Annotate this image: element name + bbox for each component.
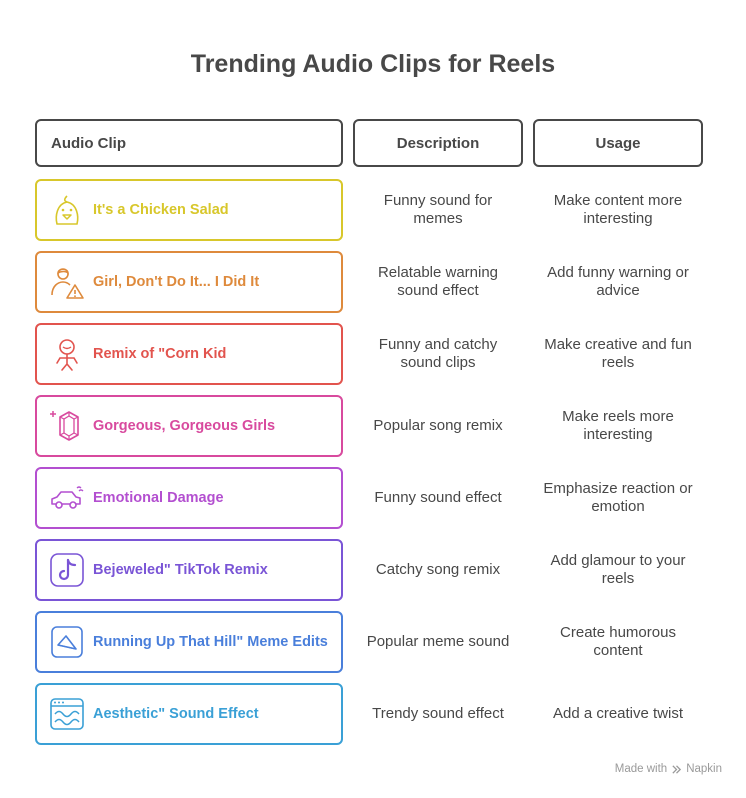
audio-clip-cell: Bejeweled" TikTok Remix xyxy=(35,539,343,601)
person-warning-icon xyxy=(49,264,85,300)
header-usage: Usage xyxy=(533,119,703,167)
chick-icon xyxy=(49,192,85,228)
audio-clip-cell: Aesthetic" Sound Effect xyxy=(35,683,343,745)
description-text: Funny sound effect xyxy=(374,489,502,506)
audio-clip-cell: Running Up That Hill" Meme Edits xyxy=(35,611,343,673)
usage-text: Emphasize reaction or emotion xyxy=(543,480,693,515)
usage-text: Create humorous content xyxy=(560,624,676,659)
audio-clip-cell: Emotional Damage xyxy=(35,467,343,529)
description-cell: Funny sound effect xyxy=(353,467,523,529)
description-cell: Trendy sound effect xyxy=(353,683,523,745)
audio-clip-cell: Girl, Don't Do It... I Did It xyxy=(35,251,343,313)
audio-clip-label: Gorgeous, Gorgeous Girls xyxy=(93,418,276,434)
description-text: Relatable warning sound effect xyxy=(377,264,499,299)
audio-clip-label: Running Up That Hill" Meme Edits xyxy=(93,634,328,650)
usage-cell: Create humorous content xyxy=(533,611,703,673)
gem-icon xyxy=(49,408,85,444)
audio-clip-cell: It's a Chicken Salad xyxy=(35,179,343,241)
car-crash-icon xyxy=(49,480,85,516)
description-text: Popular song remix xyxy=(373,417,503,434)
hill-icon xyxy=(49,624,85,660)
audio-clip-label: Emotional Damage xyxy=(93,490,224,506)
footer-credit: Made with Napkin xyxy=(615,763,722,775)
description-cell: Popular song remix xyxy=(353,395,523,457)
usage-cell: Make creative and fun reels xyxy=(533,323,703,385)
header-audio-clip: Audio Clip xyxy=(35,119,343,167)
usage-text: Add a creative twist xyxy=(552,705,684,722)
napkin-logo-icon xyxy=(671,764,682,775)
description-text: Funny sound for memes xyxy=(383,192,493,227)
usage-cell: Make content more interesting xyxy=(533,179,703,241)
usage-text: Add glamour to your reels xyxy=(550,552,686,587)
description-cell: Funny sound for memes xyxy=(353,179,523,241)
tiktok-icon xyxy=(49,552,85,588)
audio-clip-label: It's a Chicken Salad xyxy=(93,202,229,218)
description-text: Trendy sound effect xyxy=(372,705,504,722)
usage-cell: Emphasize reaction or emotion xyxy=(533,467,703,529)
usage-text: Make reels more interesting xyxy=(562,408,674,443)
header-description: Description xyxy=(353,119,523,167)
description-text: Popular meme sound xyxy=(366,633,510,650)
audio-clip-cell: Remix of "Corn Kid xyxy=(35,323,343,385)
description-cell: Popular meme sound xyxy=(353,611,523,673)
usage-cell: Add glamour to your reels xyxy=(533,539,703,601)
page-title: Trending Audio Clips for Reels xyxy=(190,50,556,78)
description-cell: Catchy song remix xyxy=(353,539,523,601)
usage-cell: Make reels more interesting xyxy=(533,395,703,457)
usage-cell: Add funny warning or advice xyxy=(533,251,703,313)
usage-text: Make creative and fun reels xyxy=(544,336,692,371)
audio-clip-cell: Gorgeous, Gorgeous Girls xyxy=(35,395,343,457)
audio-clip-label: Remix of "Corn Kid xyxy=(93,346,227,362)
audio-clip-label: Bejeweled" TikTok Remix xyxy=(93,562,268,578)
usage-text: Make content more interesting xyxy=(553,192,683,227)
usage-text: Add funny warning or advice xyxy=(547,264,689,299)
description-text: Funny and catchy sound clips xyxy=(378,336,498,371)
made-with-label: Made with xyxy=(614,763,668,775)
audio-clip-label: Aesthetic" Sound Effect xyxy=(93,706,259,722)
soundwave-window-icon xyxy=(49,696,85,732)
description-text: Catchy song remix xyxy=(375,561,501,578)
description-cell: Funny and catchy sound clips xyxy=(353,323,523,385)
audio-clip-label: Girl, Don't Do It... I Did It xyxy=(93,274,260,290)
usage-cell: Add a creative twist xyxy=(533,683,703,745)
description-cell: Relatable warning sound effect xyxy=(353,251,523,313)
brand-label: Napkin xyxy=(686,763,722,775)
kid-icon xyxy=(49,336,85,372)
